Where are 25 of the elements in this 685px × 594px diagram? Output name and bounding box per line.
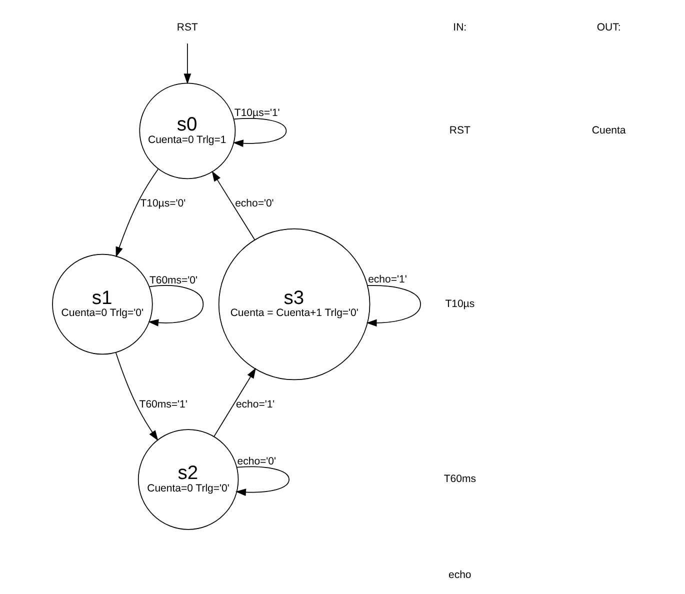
edge-label: echo='0' bbox=[235, 198, 274, 210]
arrow bbox=[366, 285, 421, 327]
arrow bbox=[212, 170, 256, 240]
node-text: RST bbox=[176, 21, 198, 34]
edge-label: echo='1' bbox=[236, 398, 275, 410]
arrow bbox=[232, 118, 287, 147]
label: T10µs bbox=[445, 298, 475, 310]
edge-label: T10µs='0' bbox=[140, 198, 186, 210]
label: echo bbox=[448, 569, 472, 582]
edge-label: T10µs='1' bbox=[234, 107, 280, 120]
label: T60ms bbox=[444, 473, 476, 486]
label: Cuenta bbox=[592, 124, 626, 137]
edge-label: T60ms='1' bbox=[139, 398, 188, 410]
edge-label: echo='0' bbox=[237, 455, 276, 468]
arrow bbox=[148, 285, 204, 326]
arrow bbox=[115, 352, 158, 441]
label: OUT: bbox=[596, 21, 621, 34]
label: RST bbox=[449, 124, 470, 137]
edge-label: echo='1' bbox=[368, 274, 407, 286]
arrow bbox=[184, 43, 192, 84]
arrow bbox=[214, 368, 256, 437]
arrow bbox=[235, 466, 290, 496]
arrow bbox=[116, 168, 158, 258]
node-circle: s0 Cuenta=0 Trlg=1 bbox=[139, 82, 236, 180]
label: IN: bbox=[453, 21, 467, 34]
